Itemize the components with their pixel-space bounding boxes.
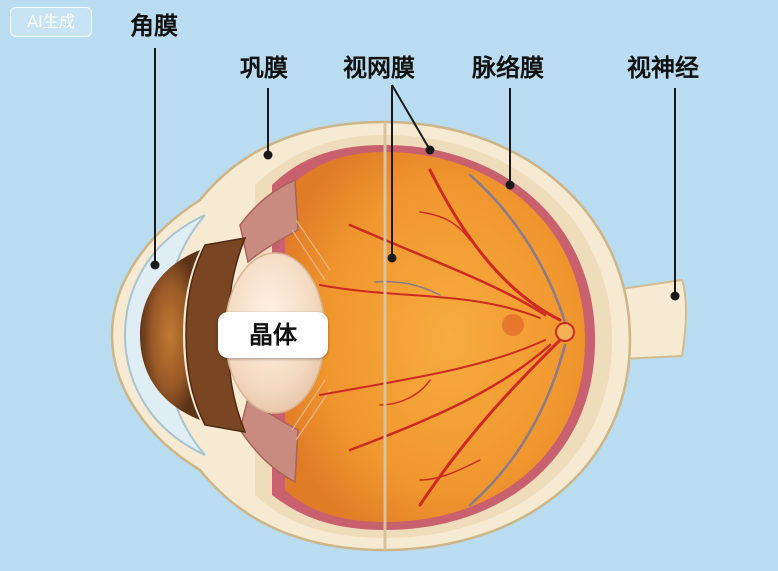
ai-generated-badge: AI生成 xyxy=(10,7,92,37)
label-lens: 晶体 xyxy=(218,312,328,358)
leader-lines xyxy=(154,48,676,296)
label-sclera: 巩膜 xyxy=(240,54,288,82)
label-optic-nerve: 视神经 xyxy=(627,54,699,82)
iris xyxy=(140,250,200,420)
label-cornea: 角膜 xyxy=(130,12,178,40)
label-retina: 视网膜 xyxy=(343,54,415,82)
macula xyxy=(502,314,524,336)
leader-dots xyxy=(150,145,680,301)
ciliary-body-top xyxy=(239,178,299,264)
retinal-vessels xyxy=(319,168,567,507)
optic-disc xyxy=(555,322,575,342)
zonule-fibers xyxy=(291,219,331,441)
retina xyxy=(285,152,585,522)
label-choroid: 脉络膜 xyxy=(472,54,544,82)
